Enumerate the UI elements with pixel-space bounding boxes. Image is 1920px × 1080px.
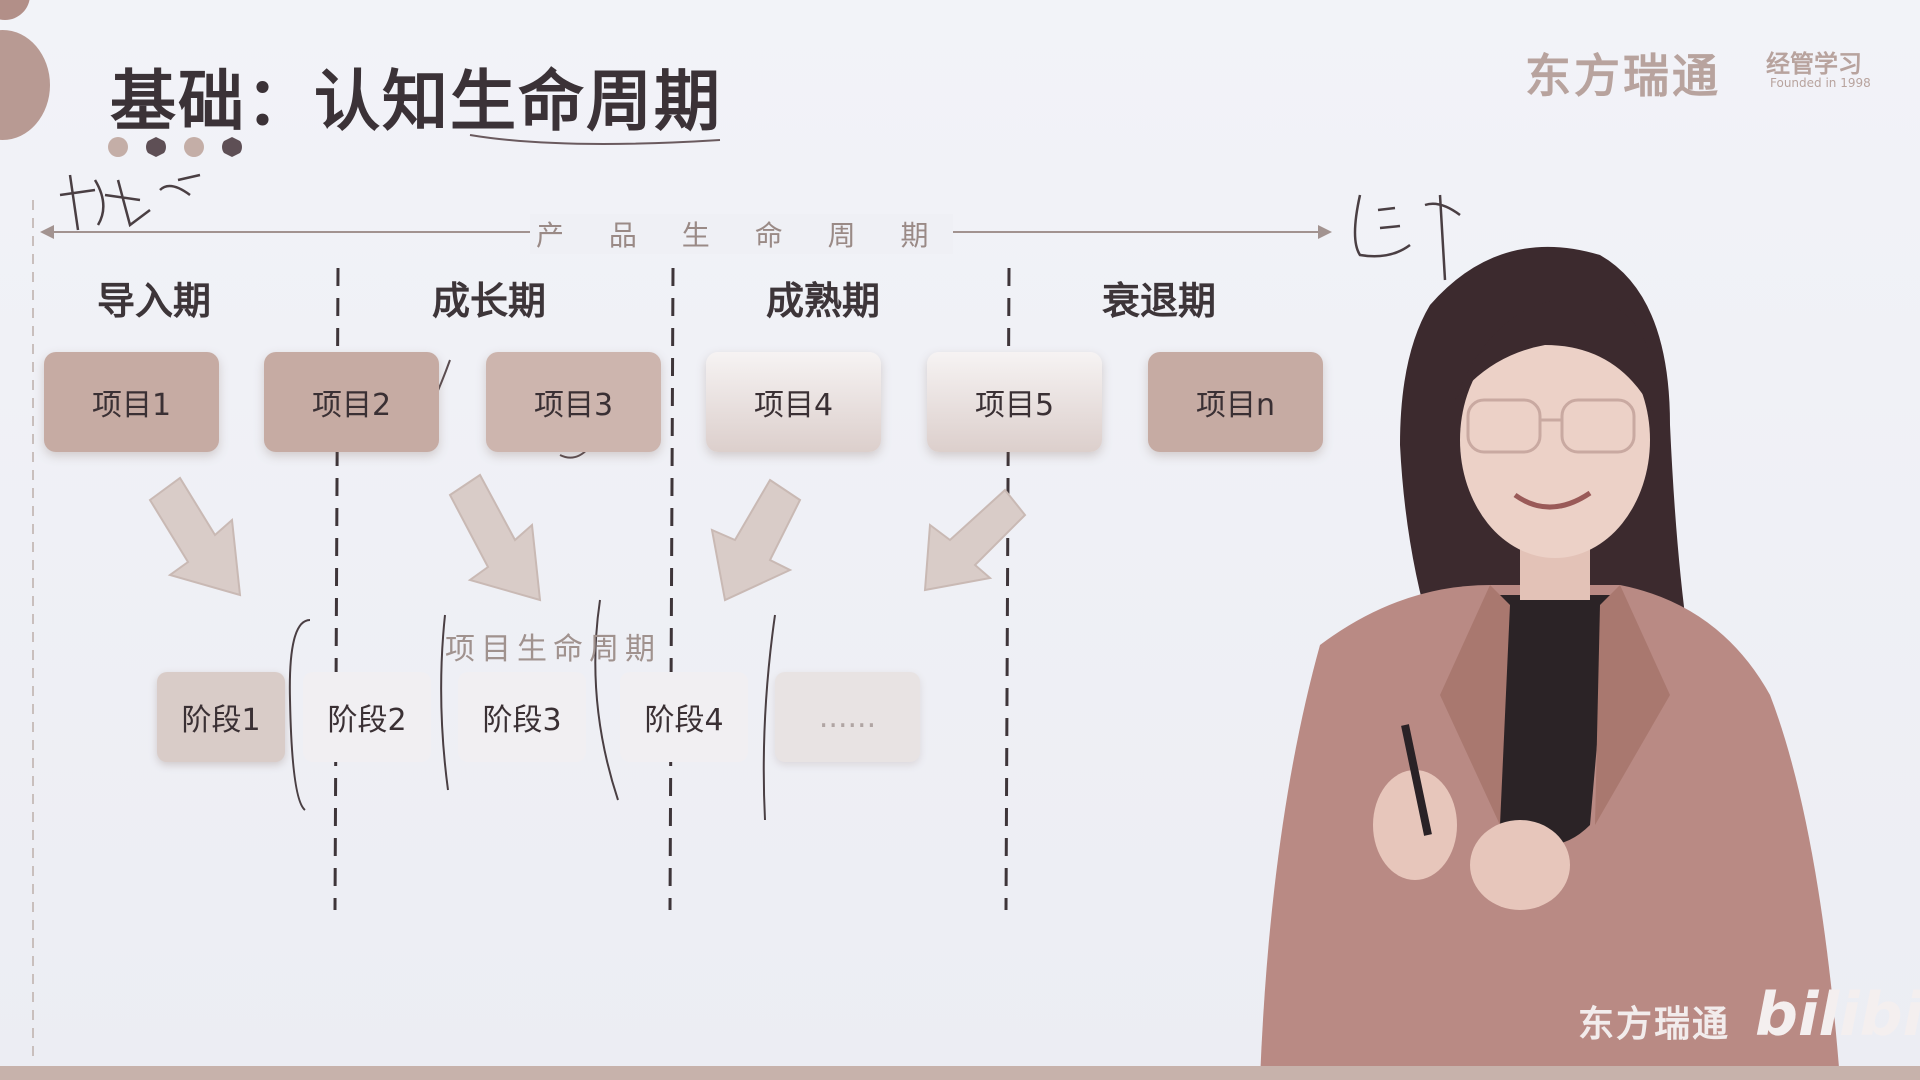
brand-logo: 东方瑞通 bbox=[1525, 49, 1721, 103]
project-box: 项目3 bbox=[486, 352, 661, 452]
dot-decoration bbox=[184, 137, 204, 157]
project-lifecycle-label: 项目生命周期 bbox=[445, 632, 661, 667]
stage-box: 阶段1 bbox=[157, 672, 285, 762]
dot-decoration bbox=[222, 137, 242, 157]
dot-decoration bbox=[108, 137, 128, 157]
phase-growth: 成长期 bbox=[432, 279, 547, 323]
product-lifecycle-label: 产 品 生 命 周 期 bbox=[530, 214, 953, 254]
brand-tagline: Founded in 1998 bbox=[1770, 76, 1871, 90]
title-dots bbox=[108, 137, 242, 157]
dot-decoration bbox=[146, 137, 166, 157]
project-box: 项目2 bbox=[264, 352, 439, 452]
slide-title: 基础：认知生命周期 bbox=[110, 63, 722, 140]
stage-box: 阶段4 bbox=[620, 672, 748, 762]
project-box: 项目5 bbox=[927, 352, 1102, 452]
bottom-bar bbox=[0, 1066, 1920, 1080]
stage-box: 阶段2 bbox=[303, 672, 431, 762]
phase-decline: 衰退期 bbox=[1102, 279, 1217, 323]
project-box: 项目4 bbox=[706, 352, 881, 452]
stage-box: 阶段3 bbox=[458, 672, 586, 762]
project-box: 项目n bbox=[1148, 352, 1323, 452]
presenter-image bbox=[1260, 246, 1840, 1080]
project-box: 项目1 bbox=[44, 352, 219, 452]
watermark-text: 东方瑞通 bbox=[1578, 1004, 1731, 1045]
phase-introduction: 导入期 bbox=[97, 279, 212, 323]
bilibili-logo: bilibili bbox=[1755, 980, 1920, 1050]
phase-maturity: 成熟期 bbox=[766, 279, 881, 323]
stage-box: ...... bbox=[775, 672, 920, 762]
brand-sub-logo: 经管学习 bbox=[1766, 50, 1862, 78]
